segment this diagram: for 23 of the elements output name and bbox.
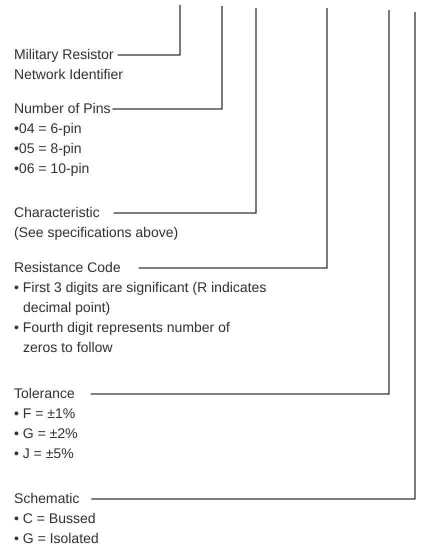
code-description: •06 = 10-pin bbox=[14, 160, 90, 176]
field-heading: Military Resistor Network Identifier bbox=[14, 46, 123, 82]
leader-line bbox=[90, 10, 390, 395]
code-description: • F = ±1% bbox=[14, 405, 76, 421]
leader-line bbox=[112, 6, 223, 110]
code-description: • G = ±2% bbox=[14, 425, 78, 441]
leader-line bbox=[114, 8, 257, 214]
field-heading: Number of Pins bbox=[14, 100, 110, 116]
code-description: • C = Bussed bbox=[14, 510, 96, 526]
code-description: (See specifications above) bbox=[14, 224, 178, 240]
leader-line bbox=[118, 5, 181, 56]
code-description: • Fourth digit represents number of zeros to follow bbox=[14, 319, 230, 355]
field-heading: Tolerance bbox=[14, 385, 75, 401]
code-description: •04 = 6-pin bbox=[14, 120, 82, 136]
code-description: • G = Isolated bbox=[14, 530, 99, 546]
field-heading: Schematic bbox=[14, 490, 80, 506]
field-heading: Resistance Code bbox=[14, 259, 121, 275]
leader-line bbox=[138, 8, 328, 269]
leader-line bbox=[91, 12, 416, 500]
code-description: • First 3 digits are significant (R indicates decimal point) bbox=[14, 279, 266, 315]
code-description: •05 = 8-pin bbox=[14, 140, 82, 156]
code-description: • J = ±5% bbox=[14, 445, 74, 461]
field-heading: Characteristic bbox=[14, 204, 100, 220]
